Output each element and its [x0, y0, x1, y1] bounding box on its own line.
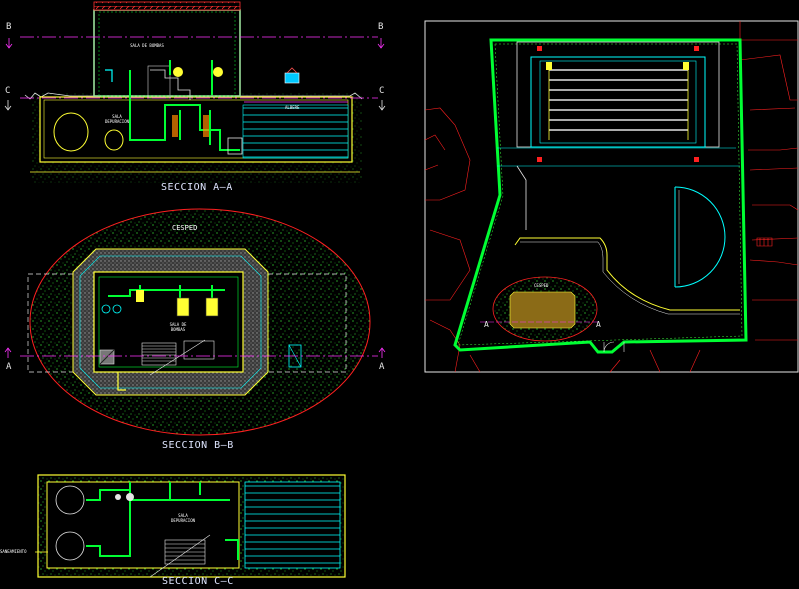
pool-lanes — [549, 69, 688, 131]
label-purification-aa: SALA DEPURACION — [104, 114, 130, 124]
semicircle-area — [674, 186, 726, 288]
label-pump-room-bb: SALA DE BOMBAS — [169, 322, 187, 332]
pipe-run-plan — [86, 482, 239, 560]
gate — [603, 341, 625, 353]
pump-b-plan — [205, 297, 219, 317]
pump-a-plan — [176, 297, 190, 317]
pool-outline — [530, 56, 706, 148]
marker-c-left: C — [5, 86, 11, 96]
label-purification-cc: SALA DEPURACION — [170, 513, 196, 523]
purification-room — [46, 481, 240, 569]
section-cc — [35, 474, 346, 578]
marker-a-left-site: A — [484, 320, 489, 329]
neighbour-buildings — [424, 21, 799, 373]
marker-a-left-bb: A — [6, 362, 12, 372]
filter-tank-1 — [53, 112, 89, 152]
filter-tank-2 — [104, 129, 124, 151]
stairs-cc — [149, 534, 211, 578]
pump-room-plan — [93, 271, 244, 373]
marker-b-left: B — [6, 22, 12, 32]
section-bb-title: SECCION B—B — [162, 440, 234, 451]
section-aa — [4, 1, 386, 183]
pump-2 — [213, 67, 223, 77]
filter-plan-2 — [55, 531, 85, 561]
marker-b-right: B — [378, 22, 384, 32]
garden-path — [514, 237, 740, 311]
pool-water-section — [242, 104, 349, 159]
marker-a-right-site: A — [596, 320, 601, 329]
label-lawn-site: CESPED — [534, 283, 549, 288]
pool-corner-posts — [537, 46, 699, 162]
pump-house-wall — [93, 9, 241, 97]
pool-water-plan — [244, 481, 341, 569]
label-pool-aa: ALBERE — [285, 105, 300, 110]
site-plan — [424, 20, 799, 373]
label-pump-room-aa: SALA DE BOMBAS — [130, 43, 164, 48]
section-bb — [4, 208, 386, 436]
expansion-tank — [284, 72, 300, 84]
section-cc-title: SECCION C—C — [162, 576, 234, 587]
pipe-run — [129, 70, 240, 151]
label-lawn-bb: CESPED — [172, 224, 198, 232]
label-sanitation-cc: SANEAMIENTO — [0, 549, 27, 554]
property-wall — [453, 38, 748, 354]
filter-plan-1 — [55, 485, 85, 515]
stairs-plan — [141, 339, 206, 376]
pump-house-site — [509, 291, 576, 329]
roof — [93, 1, 241, 11]
marker-a-right-bb: A — [379, 362, 385, 372]
section-aa-title: SECCION A—A — [161, 182, 233, 193]
pump-1 — [173, 67, 183, 77]
marker-c-right: C — [379, 86, 385, 96]
